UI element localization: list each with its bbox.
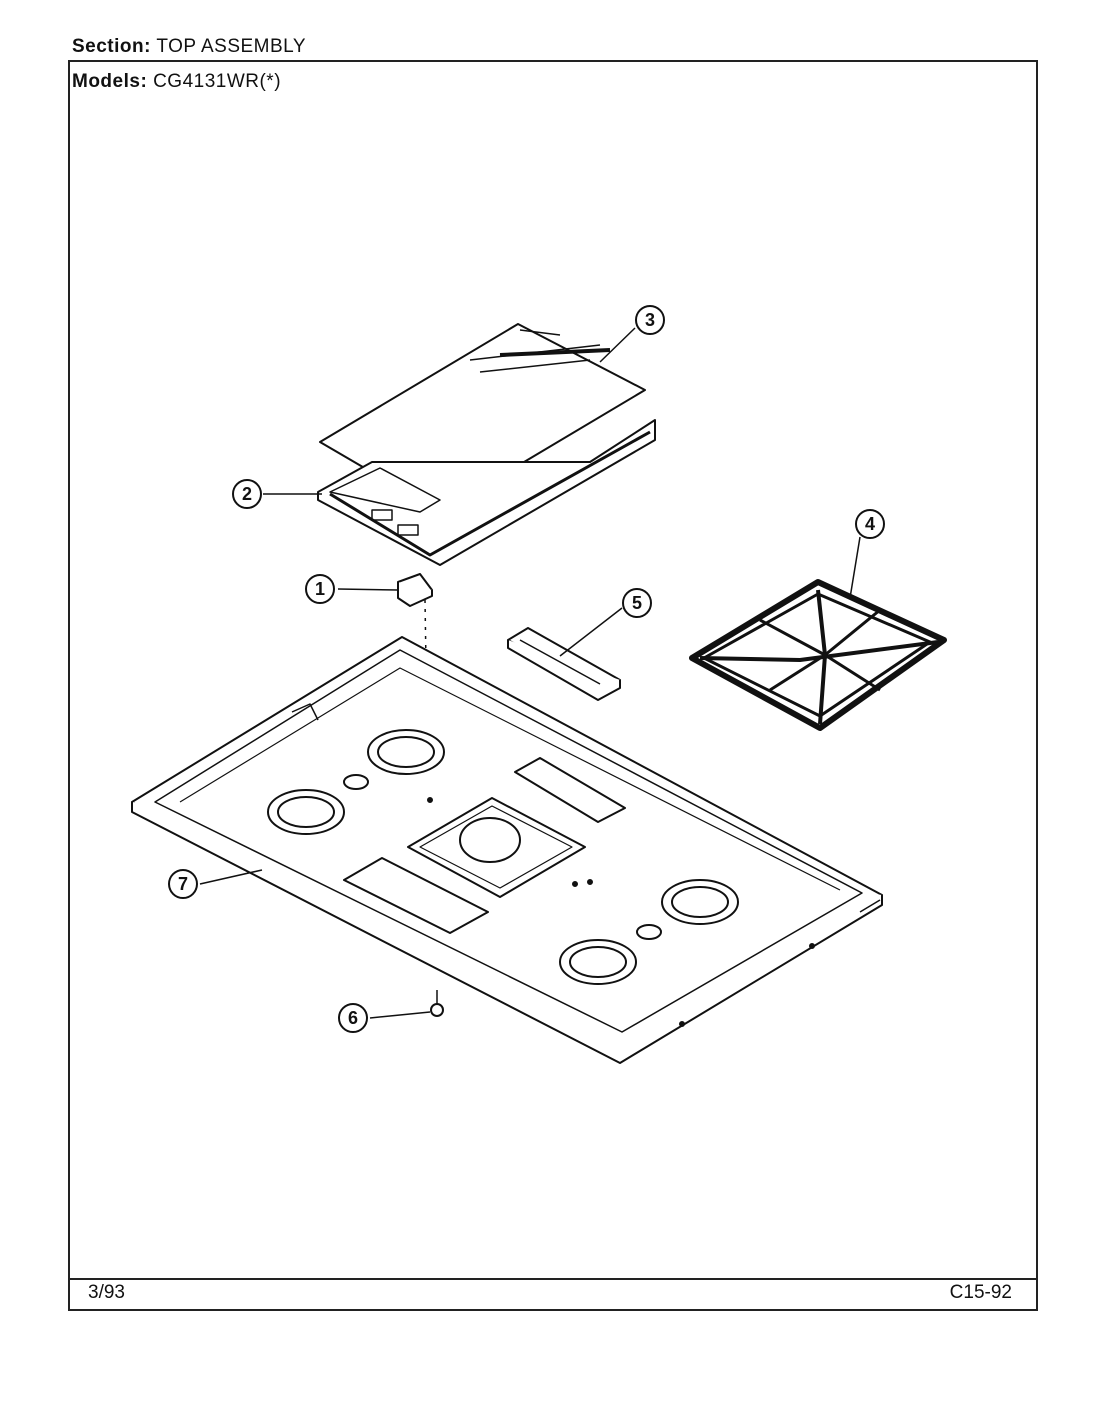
knob-part	[397, 573, 433, 791]
griddle-pan-part	[317, 419, 656, 566]
callout-2-label: 2	[242, 484, 252, 504]
callout-7-label: 7	[178, 874, 188, 894]
section-label: Section:	[72, 36, 151, 57]
callout-6-label: 6	[348, 1008, 358, 1028]
screw-part	[430, 990, 444, 1017]
footer-code: C15-92	[949, 1282, 1012, 1303]
callout-4-label: 4	[865, 514, 875, 534]
callout-6-circle	[338, 1003, 368, 1033]
cooktop-part	[131, 636, 883, 1064]
models-header: Models: CG4131WR(*)	[72, 71, 281, 93]
models-label: Models:	[72, 71, 148, 92]
models-value: CG4131WR(*)	[153, 71, 282, 92]
callout-5-label: 5	[632, 593, 642, 613]
bracket-part	[507, 627, 621, 701]
callout-4-circle	[855, 509, 885, 539]
section-header: Section: TOP ASSEMBLY	[72, 36, 306, 58]
callout-2-circle	[232, 479, 262, 509]
callout-1-circle	[305, 574, 335, 604]
section-value: TOP ASSEMBLY	[156, 36, 307, 57]
callout-1-label: 1	[315, 579, 325, 599]
grate-part	[689, 579, 947, 731]
callout-3-circle	[635, 305, 665, 335]
footer-date: 3/93	[88, 1282, 125, 1303]
callout-7-circle	[168, 869, 198, 899]
callout-5-circle	[622, 588, 652, 618]
callout-3-label: 3	[645, 310, 655, 330]
diagram-frame	[68, 60, 1038, 1311]
leader-lines	[199, 327, 861, 1019]
footer-divider	[68, 1278, 1038, 1280]
